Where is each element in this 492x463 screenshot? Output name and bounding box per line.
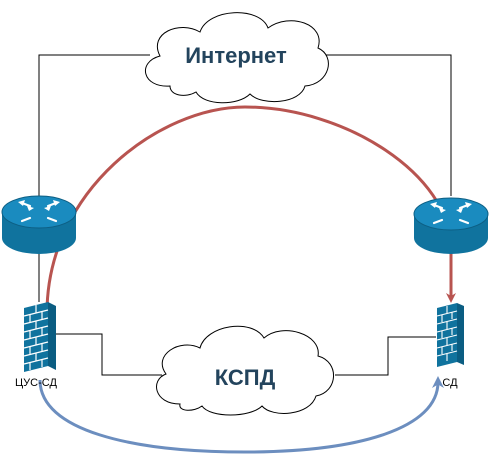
internet-cloud: Интернет — [144, 12, 329, 104]
cloud-icon — [156, 325, 334, 416]
router-icon — [1, 195, 77, 254]
kspd-cloud: КСПД — [156, 325, 334, 416]
link-internet-right-router — [322, 54, 452, 196]
left-firewall: ЦУС-СД — [15, 302, 57, 389]
left-firewall-label: ЦУС-СД — [15, 377, 57, 389]
link-internet-left-router — [38, 54, 150, 200]
right-router — [413, 197, 489, 254]
left-router — [1, 195, 77, 254]
link-kspd-right-firewall — [335, 336, 436, 376]
internet-path-arrow — [45, 105, 456, 314]
firewall-icon — [436, 303, 464, 367]
kspd-path-arrow — [38, 376, 444, 454]
router-icon — [413, 197, 489, 254]
kspd-cloud-label: КСПД — [215, 365, 276, 390]
link-left-firewall-kspd — [56, 333, 162, 376]
internet-cloud-label: Интернет — [185, 43, 287, 68]
firewall-icon — [23, 302, 56, 372]
right-firewall-label: СД — [442, 377, 458, 389]
cloud-icon — [144, 12, 329, 104]
connection-lines — [38, 54, 452, 376]
right-firewall: СД — [436, 303, 464, 389]
